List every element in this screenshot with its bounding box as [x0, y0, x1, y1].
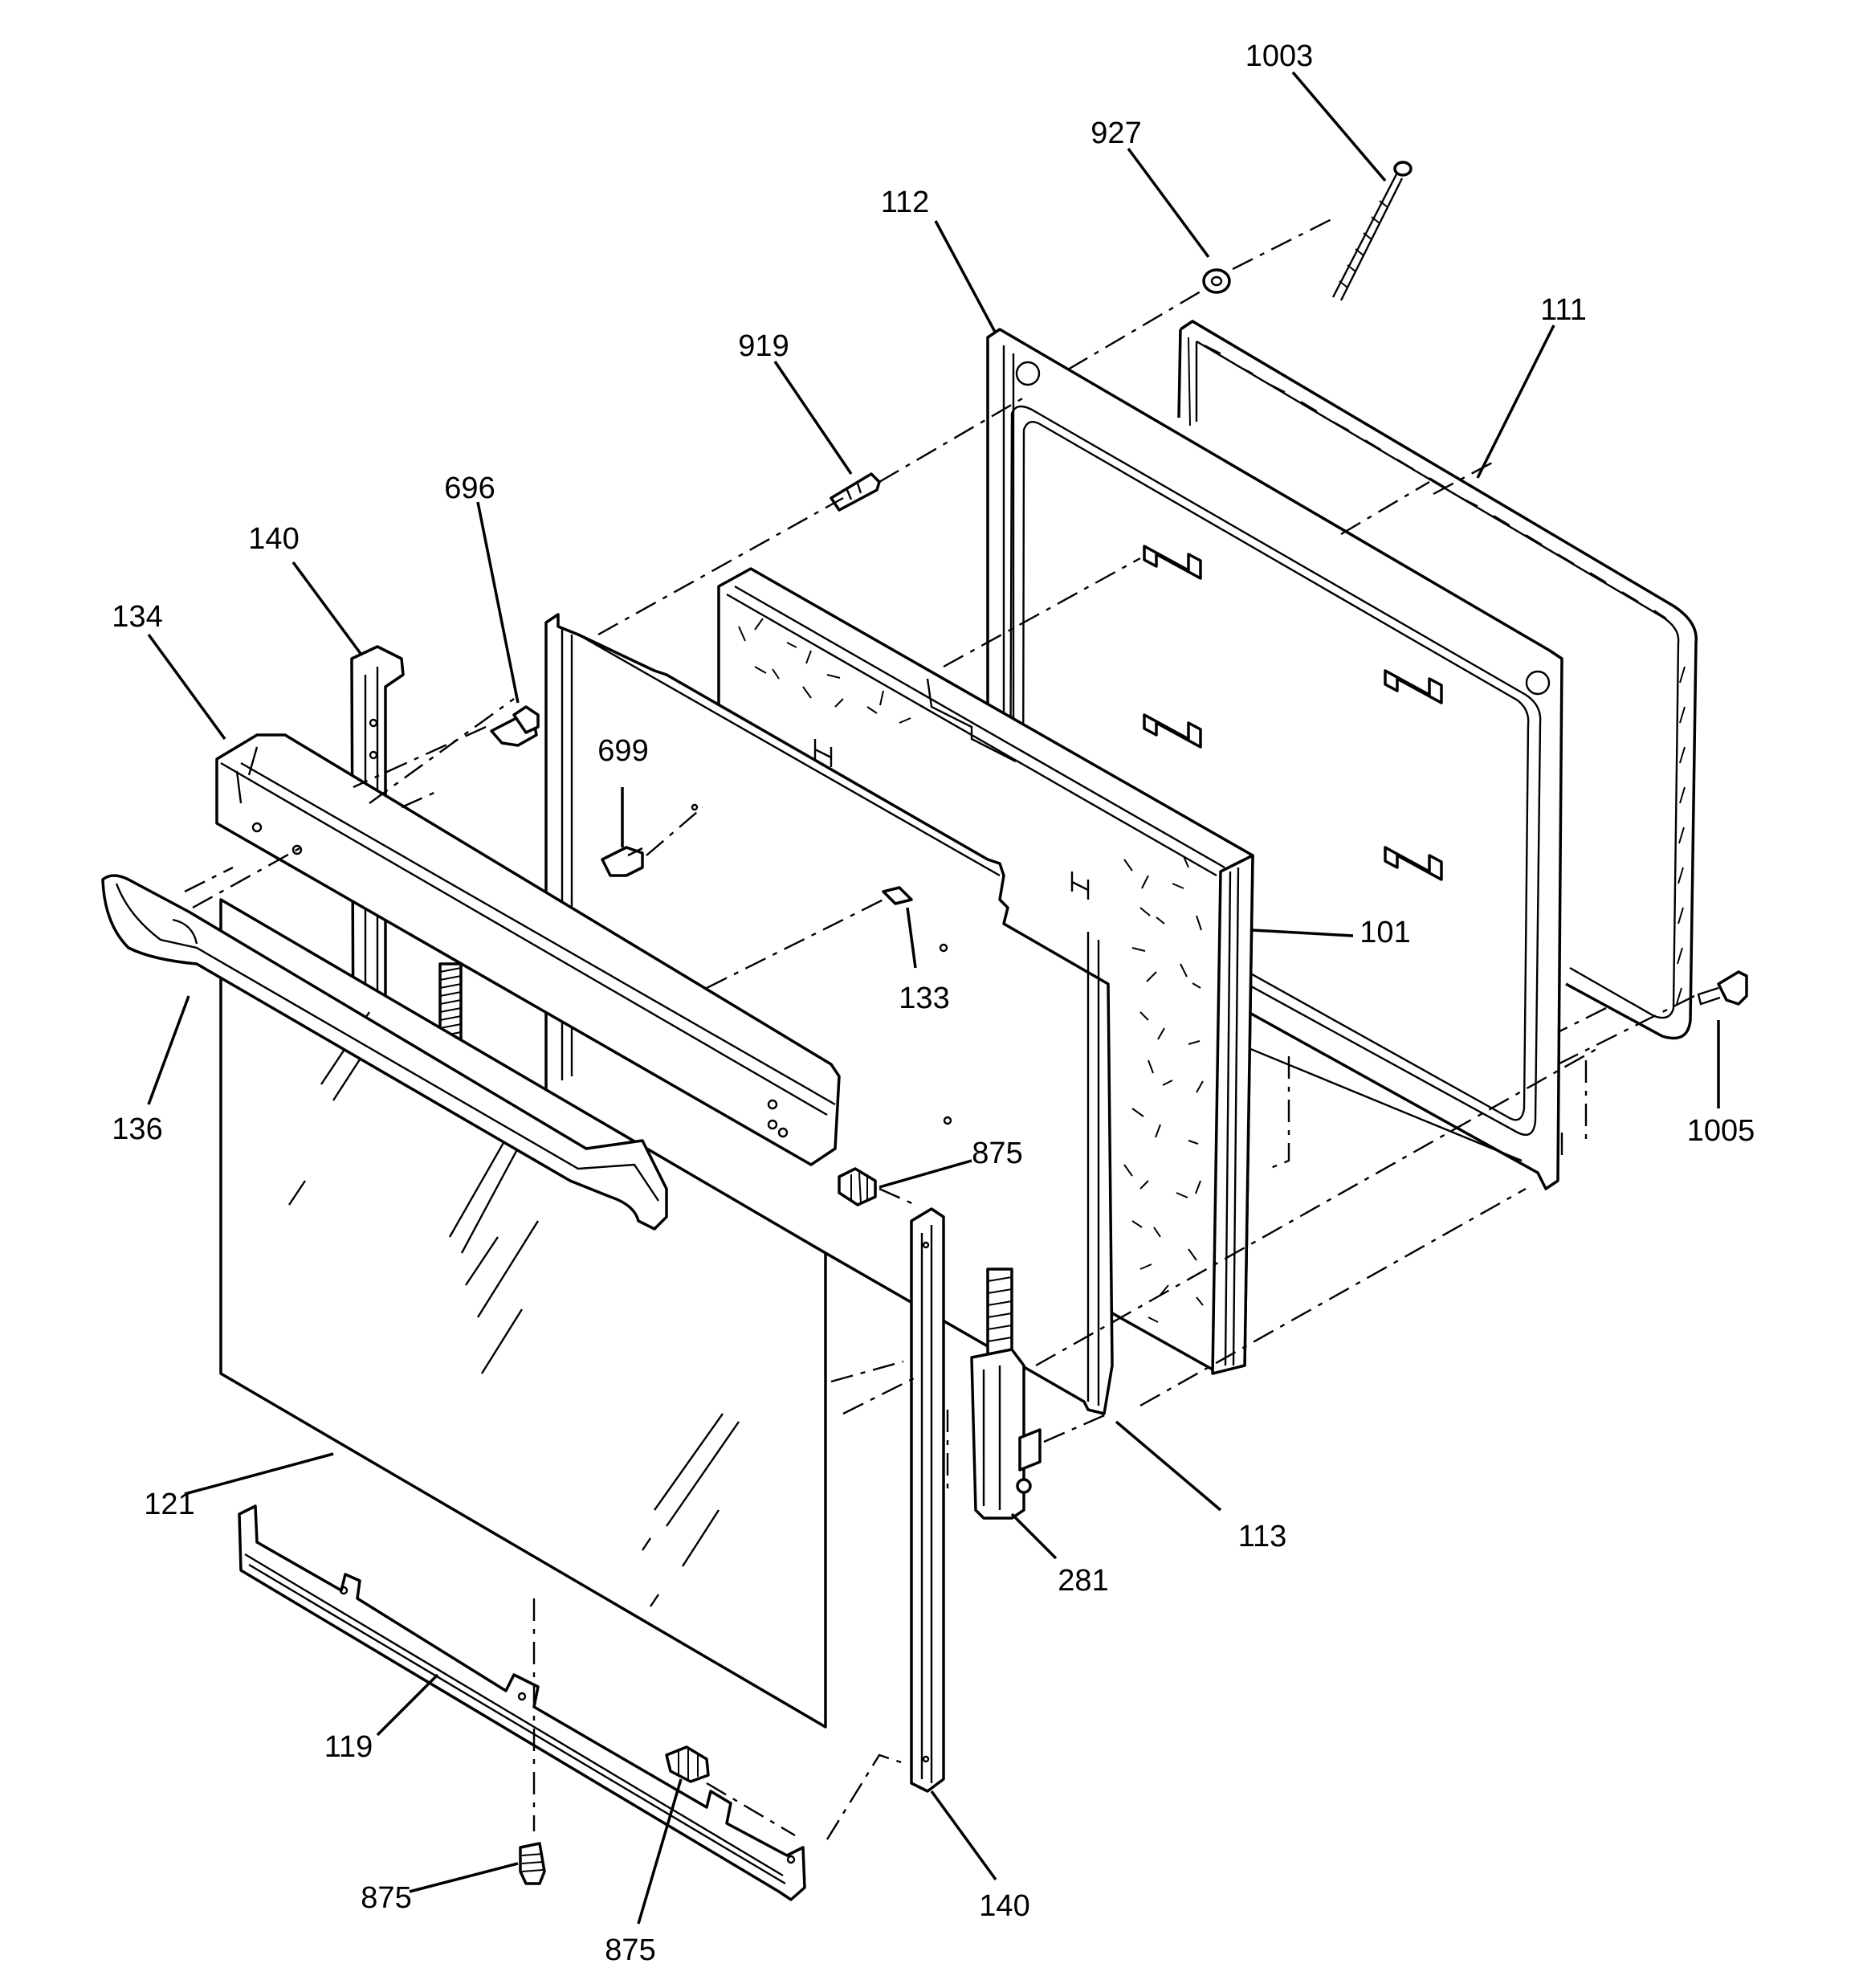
callout-1003: 1003: [1245, 39, 1314, 73]
callout-121: 121: [144, 1488, 194, 1521]
part-113-door-frame: [544, 613, 1114, 1415]
callout-133: 133: [899, 982, 949, 1015]
door-liner-clip-2: [1143, 713, 1202, 749]
callout-113: 113: [1238, 1520, 1287, 1553]
callout-696: 696: [444, 471, 495, 505]
callout-699: 699: [597, 734, 648, 768]
callout-140-lower: 140: [979, 1889, 1029, 1923]
callout-112: 112: [881, 186, 930, 219]
callout-875-upper: 875: [972, 1137, 1022, 1170]
part-875-screw-lower-right: [665, 1745, 710, 1783]
assembly-lines: [184, 217, 1695, 1840]
part-121-outer-door-glass: [219, 898, 827, 1729]
callout-1005: 1005: [1687, 1114, 1755, 1148]
part-927-washer: [1202, 268, 1231, 294]
callout-119: 119: [324, 1730, 373, 1764]
callout-111: 111: [1540, 293, 1587, 327]
part-140-door-side-channel-right: [910, 1207, 945, 1793]
part-875-screw-upper: [838, 1167, 877, 1206]
part-136-door-handle: [101, 874, 668, 1231]
callout-134: 134: [112, 600, 162, 634]
part-1003-screw: [1331, 161, 1413, 301]
part-134-door-top-trim: [215, 733, 841, 1166]
part-119-door-bottom-bracket: [238, 1504, 806, 1901]
callout-101: 101: [1360, 916, 1410, 949]
part-919-clip: [830, 472, 881, 512]
part-699-screw: [601, 846, 644, 877]
callout-136: 136: [112, 1112, 162, 1146]
door-liner-clip-4: [1384, 846, 1443, 881]
part-281-door-hinge: [970, 1268, 1042, 1520]
door-liner-clip-3: [1384, 669, 1443, 704]
callout-140-upper: 140: [248, 522, 299, 556]
leader-lines: [147, 71, 1720, 1925]
callout-labels: 1003 927 112 111 919 696 140 134 699 101…: [112, 39, 1755, 1967]
part-133-pad: [882, 886, 913, 905]
callout-875-lower-left: 875: [361, 1881, 411, 1915]
callout-919: 919: [738, 329, 789, 363]
part-112-inner-door-liner: [986, 328, 1563, 1190]
callout-927: 927: [1090, 116, 1141, 150]
callout-875-lower-right: 875: [605, 1933, 655, 1967]
part-696-screw: [490, 705, 540, 747]
door-liner-clip-1: [1143, 545, 1202, 580]
callout-281: 281: [1058, 1564, 1108, 1598]
part-1005-screw: [1697, 970, 1748, 1006]
part-875-screw-lower-left: [519, 1842, 546, 1885]
